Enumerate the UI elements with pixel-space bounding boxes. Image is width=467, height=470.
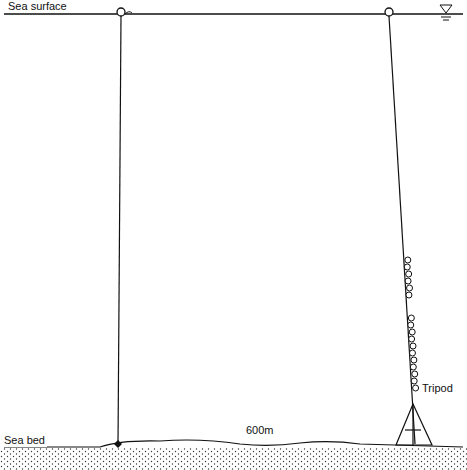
float — [411, 357, 417, 363]
float — [406, 292, 412, 298]
float — [406, 271, 412, 277]
anchor — [114, 440, 122, 448]
float — [408, 322, 414, 328]
float — [408, 315, 414, 321]
float — [410, 343, 416, 349]
buoy-rope — [125, 12, 132, 14]
float — [409, 329, 415, 335]
float — [404, 264, 410, 270]
seabed-profile — [4, 440, 463, 447]
float — [405, 278, 411, 284]
float-string — [404, 257, 418, 391]
mooring-line — [118, 16, 121, 444]
float — [413, 385, 419, 391]
float — [405, 257, 411, 263]
float — [411, 378, 417, 384]
float — [409, 350, 415, 356]
distance-label: 600m — [244, 424, 276, 437]
tripod-label: Tripod — [420, 382, 455, 395]
tripod — [396, 404, 432, 445]
surface-label: Sea surface — [6, 0, 69, 13]
float — [410, 364, 416, 370]
buoy — [385, 8, 393, 16]
sediment — [0, 448, 467, 470]
buoy — [117, 8, 125, 16]
float — [407, 285, 413, 291]
seabed-label: Sea bed — [2, 434, 47, 447]
sea-surface-line — [4, 13, 463, 15]
float — [412, 371, 418, 377]
float — [409, 336, 415, 342]
water-level-symbol — [440, 5, 452, 20]
